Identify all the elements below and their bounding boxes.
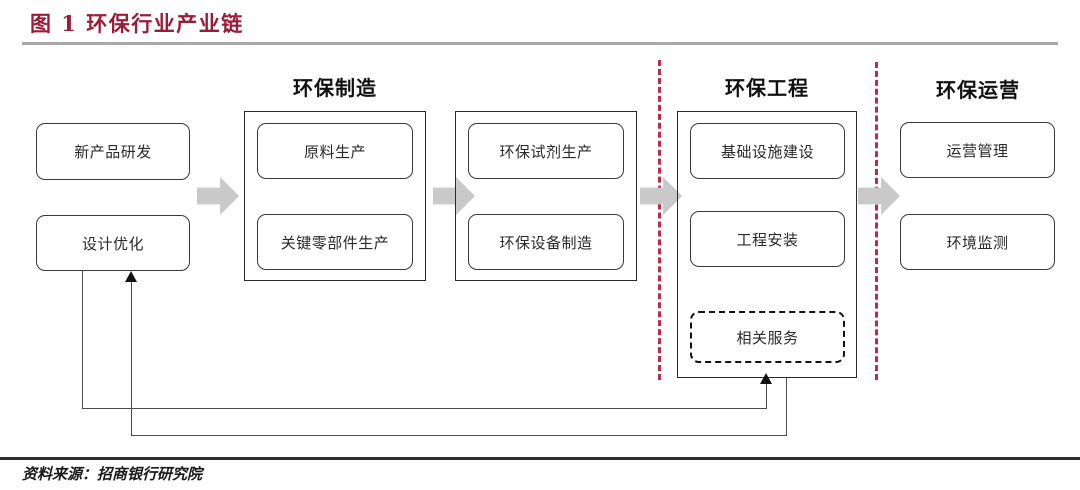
title-divider-rule	[22, 42, 1058, 45]
node-operation-management[interactable]: 运营管理	[900, 122, 1055, 178]
node-label: 环保试剂生产	[499, 142, 593, 161]
source-note: 资料来源：招商银行研究院	[22, 465, 203, 483]
figure-title: 图 1 环保行业产业链	[30, 11, 244, 36]
feedback-outer-arrowhead-icon	[125, 271, 137, 282]
node-new-product-rd[interactable]: 新产品研发	[36, 123, 190, 180]
node-related-services[interactable]: 相关服务	[690, 311, 845, 363]
node-eco-equipment-manufacturing[interactable]: 环保设备制造	[468, 214, 624, 270]
node-key-component-production[interactable]: 关键零部件生产	[257, 214, 413, 270]
node-label: 环境监测	[946, 233, 1009, 252]
divider-engineering-operation	[875, 62, 878, 380]
arrow-engineering-to-operation-icon	[858, 177, 900, 215]
divider-manufacturing-engineering	[658, 60, 661, 380]
stage-label-operation: 环保运营	[936, 78, 1020, 102]
feedback-outer-segment-right	[786, 378, 788, 436]
node-label: 运营管理	[946, 141, 1009, 160]
stage-label-engineering: 环保工程	[725, 76, 809, 100]
group-box-manufacturing-upstream	[244, 111, 426, 281]
stage-label-manufacturing: 环保制造	[293, 76, 377, 100]
node-label: 原料生产	[303, 142, 366, 161]
feedback-outer-segment-left	[131, 282, 133, 436]
node-label: 环保设备制造	[499, 233, 593, 252]
node-infrastructure-construction[interactable]: 基础设施建设	[690, 123, 845, 179]
node-engineering-installation[interactable]: 工程安装	[690, 211, 845, 267]
node-label: 基础设施建设	[720, 142, 814, 161]
node-raw-material-production[interactable]: 原料生产	[257, 123, 413, 179]
node-environmental-monitoring[interactable]: 环境监测	[900, 214, 1055, 270]
feedback-inner-arrowhead-icon	[760, 373, 772, 384]
feedback-inner-segment-left	[82, 270, 84, 409]
feedback-inner-segment-bottom	[82, 408, 767, 410]
footer-divider-rule	[0, 457, 1080, 460]
node-label: 关键零部件生产	[280, 233, 390, 252]
node-label: 相关服务	[736, 328, 799, 347]
node-eco-reagent-production[interactable]: 环保试剂生产	[468, 123, 624, 179]
feedback-inner-segment-right	[766, 384, 768, 409]
arrow-downstream-to-engineering-icon	[640, 177, 682, 215]
node-label: 新产品研发	[74, 143, 152, 161]
node-label: 工程安装	[736, 230, 799, 249]
node-label: 设计优化	[81, 234, 144, 253]
node-design-optimization[interactable]: 设计优化	[36, 215, 190, 271]
group-box-manufacturing-downstream	[455, 111, 637, 281]
feedback-outer-segment-bottom	[131, 435, 787, 437]
arrow-rnd-to-manufacturing-icon	[197, 177, 239, 215]
